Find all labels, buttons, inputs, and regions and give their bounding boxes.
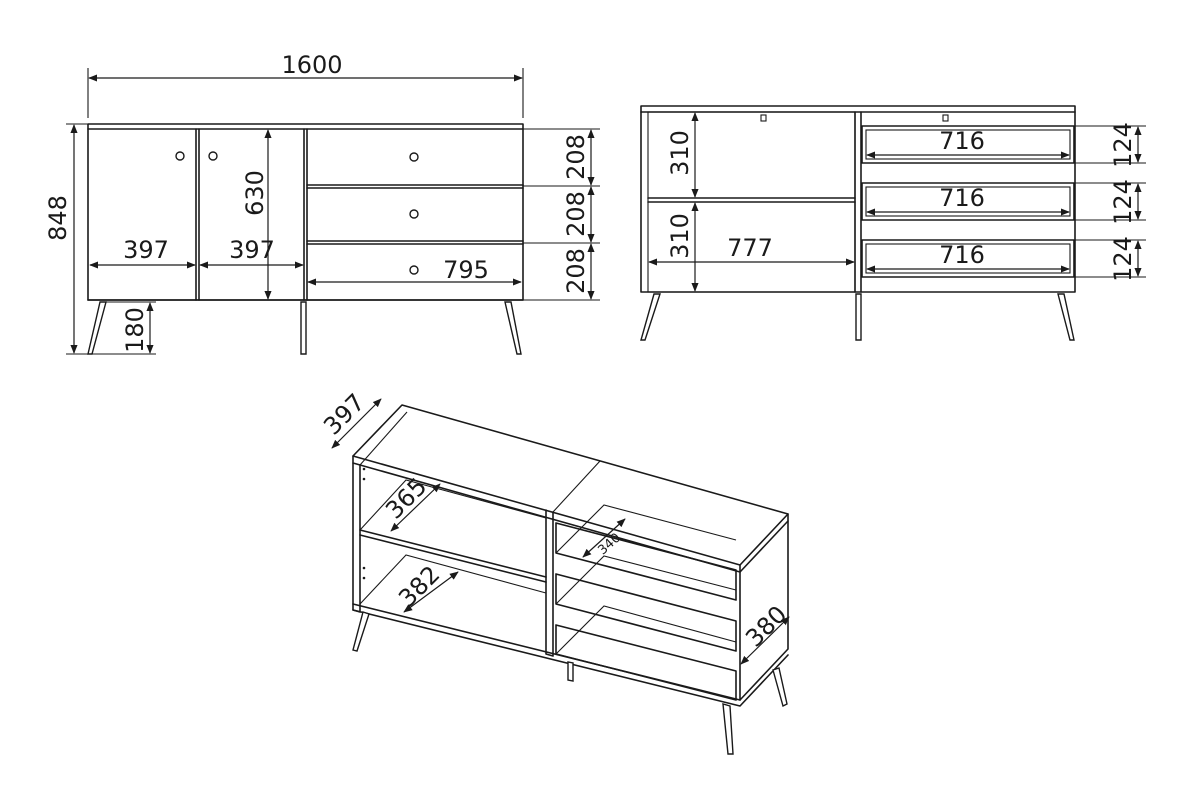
inner-drawer-3-inset bbox=[865, 243, 1071, 274]
dim-label-drawer-3-inner-height: 124 bbox=[1109, 236, 1137, 282]
front-leg-right bbox=[504, 301, 522, 355]
hinge-mark bbox=[942, 114, 949, 122]
iso-leg-center bbox=[567, 661, 574, 682]
dim-label-overall-width: 1600 bbox=[281, 51, 342, 79]
inner-drawer-2-inset bbox=[865, 186, 1071, 217]
front-leg-left bbox=[87, 301, 107, 355]
hinge-dot bbox=[362, 566, 366, 570]
hinge-dot bbox=[362, 576, 366, 580]
dim-label-side-depth: 380 bbox=[740, 600, 792, 652]
iso-leg-back-right bbox=[772, 667, 788, 708]
iso-left-panel bbox=[352, 462, 361, 613]
dim-label-drawer-2-height: 208 bbox=[562, 191, 590, 237]
inner-drawer-1-inset bbox=[865, 129, 1071, 160]
inner-drawer-1 bbox=[861, 125, 1075, 164]
dim-label-shelf-depth-lower: 382 bbox=[393, 560, 445, 612]
dim-label-shelf-lower: 310 bbox=[666, 213, 694, 259]
dim-shelf-depth-lower bbox=[403, 571, 459, 613]
dim-label-shelf-depth-upper: 365 bbox=[380, 472, 432, 524]
dim-label-shelf-upper: 310 bbox=[666, 130, 694, 176]
iso-back-edge bbox=[359, 411, 408, 466]
dim-drawer-depth bbox=[582, 518, 626, 558]
drawer-knob-3 bbox=[409, 265, 419, 275]
inside-leg-right bbox=[1057, 293, 1075, 341]
iso-drawer-1-side bbox=[555, 504, 737, 554]
dim-label-drawer-1-inner-width: 716 bbox=[939, 127, 985, 155]
inside-leg-left bbox=[640, 293, 661, 341]
iso-drawer-3 bbox=[555, 624, 737, 701]
inside-leg-center bbox=[855, 293, 862, 341]
dim-label-drawer-3-inner-width: 716 bbox=[939, 241, 985, 269]
iso-divider-top bbox=[552, 460, 601, 513]
inner-drawer-3 bbox=[861, 239, 1075, 278]
dim-label-leg-height: 180 bbox=[121, 307, 149, 353]
drawer-knob-2 bbox=[409, 209, 419, 219]
front-leg-center bbox=[300, 301, 307, 355]
dim-label-drawer-2-inner-height: 124 bbox=[1109, 179, 1137, 225]
iso-middle-divider bbox=[545, 509, 554, 657]
inner-drawer-2 bbox=[861, 182, 1075, 221]
dim-label-drawer-2-inner-width: 716 bbox=[939, 184, 985, 212]
iso-leg-front-right bbox=[722, 703, 734, 755]
door-knob-right bbox=[208, 151, 218, 161]
iso-bottom-back bbox=[359, 554, 547, 605]
drawer-knob-1 bbox=[409, 152, 419, 162]
hinge-mark bbox=[760, 114, 767, 122]
dim-label-drawer-1-height: 208 bbox=[562, 134, 590, 180]
iso-left-shelf bbox=[359, 529, 547, 583]
front-view: 1600 848 397 397 630 795 208 208 208 180 bbox=[44, 51, 600, 355]
hinge-dot bbox=[362, 467, 366, 471]
inside-view: 310 310 777 716 716 716 124 124 124 bbox=[640, 105, 1146, 341]
dim-label-drawer-1-inner-height: 124 bbox=[1109, 122, 1137, 168]
iso-left-shelf-back bbox=[359, 479, 547, 531]
isometric-view: 397 365 382 340 380 bbox=[318, 388, 792, 755]
iso-right-panel bbox=[739, 520, 789, 701]
iso-drawer-1 bbox=[555, 522, 737, 601]
hinge-dot bbox=[362, 477, 366, 481]
dim-label-overall-height: 848 bbox=[44, 195, 72, 241]
dim-label-depth: 397 bbox=[318, 388, 370, 440]
iso-drawer-2 bbox=[555, 573, 737, 652]
dim-shelf-depth-upper bbox=[390, 483, 441, 532]
inside-cabinet-body bbox=[640, 105, 1076, 293]
iso-bottom-edge bbox=[352, 609, 789, 707]
dim-label-door-height: 630 bbox=[241, 170, 269, 216]
dim-label-door-left-width: 397 bbox=[123, 236, 169, 264]
door-knob-left bbox=[175, 151, 185, 161]
dim-side-depth bbox=[740, 616, 790, 665]
dim-label-drawer-width: 795 bbox=[443, 256, 489, 284]
iso-drawer-3-side bbox=[555, 605, 737, 655]
dim-label-drawer-3-height: 208 bbox=[562, 248, 590, 294]
dim-label-compartment-width: 777 bbox=[727, 234, 773, 262]
iso-leg-front-left bbox=[352, 611, 370, 652]
dim-depth bbox=[331, 398, 382, 449]
